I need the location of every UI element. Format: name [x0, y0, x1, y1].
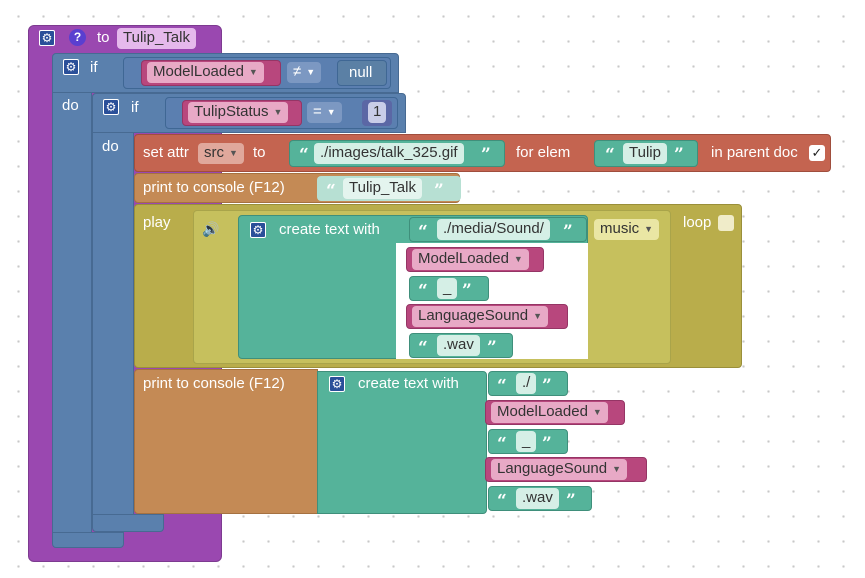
null-label: null	[349, 64, 373, 81]
quote-close-icon: ”	[566, 491, 576, 511]
play-part-2-dropdown[interactable]: ModelLoaded▼	[412, 249, 529, 270]
quote-open-icon: “	[497, 376, 507, 396]
play-part-3-field[interactable]: _	[437, 278, 458, 299]
null-block[interactable]	[337, 60, 387, 86]
quote-close-icon: ”	[481, 145, 491, 165]
quote-open-icon: “	[418, 281, 428, 301]
if-outer-do-arm	[52, 92, 92, 540]
print-console-block-2[interactable]	[134, 369, 318, 514]
set-attr-label: set attr	[143, 144, 189, 161]
print-text-field-1[interactable]: Tulip_Talk	[343, 178, 422, 199]
if-inner-bottom	[92, 514, 164, 532]
chevron-down-icon: ▼	[273, 107, 283, 117]
print-part-5-field[interactable]: .wav	[516, 488, 559, 509]
quote-open-icon: “	[418, 222, 428, 242]
number-field[interactable]: 1	[368, 102, 387, 123]
chevron-down-icon: ▼	[326, 107, 336, 117]
chevron-down-icon: ▼	[229, 148, 238, 158]
parent-doc-checkbox[interactable]: ✓	[809, 145, 825, 161]
attr-dropdown[interactable]: src▼	[198, 143, 244, 164]
if-inner-do-arm	[92, 132, 134, 522]
play-create-text-label: create text with	[279, 221, 380, 238]
parent-doc-label: in parent doc	[711, 144, 798, 161]
if-outer-do-label: do	[62, 97, 79, 114]
quote-open-icon: “	[605, 145, 615, 165]
procedure-name: Tulip_Talk	[123, 29, 190, 46]
quote-open-icon: “	[299, 145, 309, 165]
set-attr-to-label: to	[253, 144, 266, 161]
chevron-down-icon: ▼	[248, 67, 258, 77]
chevron-down-icon: ▼	[306, 67, 316, 77]
operator-dropdown-inner[interactable]: =▼	[307, 102, 342, 123]
print-create-text-gear-icon[interactable]: ⚙	[329, 376, 345, 392]
play-part-4-dropdown[interactable]: LanguageSound▼	[412, 306, 549, 327]
modelloaded-dropdown[interactable]: ModelLoaded▼	[147, 62, 264, 83]
chevron-down-icon: ▼	[644, 224, 654, 234]
if-inner-do-label: do	[102, 138, 119, 155]
print-create-text-label: create text with	[358, 375, 459, 392]
quote-open-icon: “	[497, 434, 507, 454]
print-create-text-block[interactable]	[317, 371, 487, 514]
if-inner-gear-icon[interactable]: ⚙	[103, 99, 119, 115]
print-part-4-dropdown[interactable]: LanguageSound▼	[491, 459, 628, 480]
print-part-3-field[interactable]: _	[516, 431, 537, 452]
quote-close-icon: ”	[542, 376, 552, 396]
print-console-label-2: print to console (F12)	[143, 375, 285, 392]
help-icon[interactable]: ?	[69, 29, 86, 46]
if-outer-bottom	[52, 532, 124, 548]
print-console-label-1: print to console (F12)	[143, 179, 285, 196]
quote-close-icon: ”	[542, 434, 552, 454]
print-part-2-dropdown[interactable]: ModelLoaded▼	[491, 402, 608, 423]
if-outer-gear-icon[interactable]: ⚙	[63, 59, 79, 75]
play-part-1-field[interactable]: ./media/Sound/	[437, 219, 550, 240]
chevron-down-icon: ▼	[533, 311, 543, 321]
elem-text-field[interactable]: Tulip	[623, 143, 667, 164]
chevron-down-icon: ▼	[592, 407, 602, 417]
operator-dropdown-outer[interactable]: ≠▼	[287, 62, 322, 83]
if-outer-if-label: if	[90, 59, 98, 76]
src-text-field[interactable]: ./images/talk_325.gif	[314, 143, 464, 164]
loop-checkbox[interactable]	[718, 215, 734, 231]
tulipstatus-dropdown[interactable]: TulipStatus▼	[188, 102, 289, 123]
quote-close-icon: ”	[563, 222, 573, 242]
quote-open-icon: “	[326, 181, 336, 201]
play-label: play	[143, 214, 171, 231]
quote-close-icon: ”	[434, 181, 444, 201]
chevron-down-icon: ▼	[612, 464, 622, 474]
procedure-name-field[interactable]: Tulip_Talk	[117, 28, 196, 49]
print-part-1-field[interactable]: ./	[516, 373, 537, 394]
speaker-icon: 🔊	[202, 221, 220, 237]
quote-open-icon: “	[418, 338, 428, 358]
loop-label: loop	[683, 214, 712, 231]
if-inner-if-label: if	[131, 99, 139, 116]
quote-close-icon: ”	[674, 145, 684, 165]
for-elem-label: for elem	[516, 144, 571, 161]
channel-dropdown[interactable]: music▼	[594, 219, 660, 240]
procedure-gear-icon[interactable]: ⚙	[39, 30, 55, 46]
procedure-keyword: to	[97, 29, 110, 46]
chevron-down-icon: ▼	[513, 254, 523, 264]
quote-close-icon: ”	[462, 281, 472, 301]
play-part-5-field[interactable]: .wav	[437, 335, 480, 356]
quote-close-icon: ”	[487, 338, 497, 358]
quote-open-icon: “	[497, 491, 507, 511]
play-create-text-gear-icon[interactable]: ⚙	[250, 222, 266, 238]
